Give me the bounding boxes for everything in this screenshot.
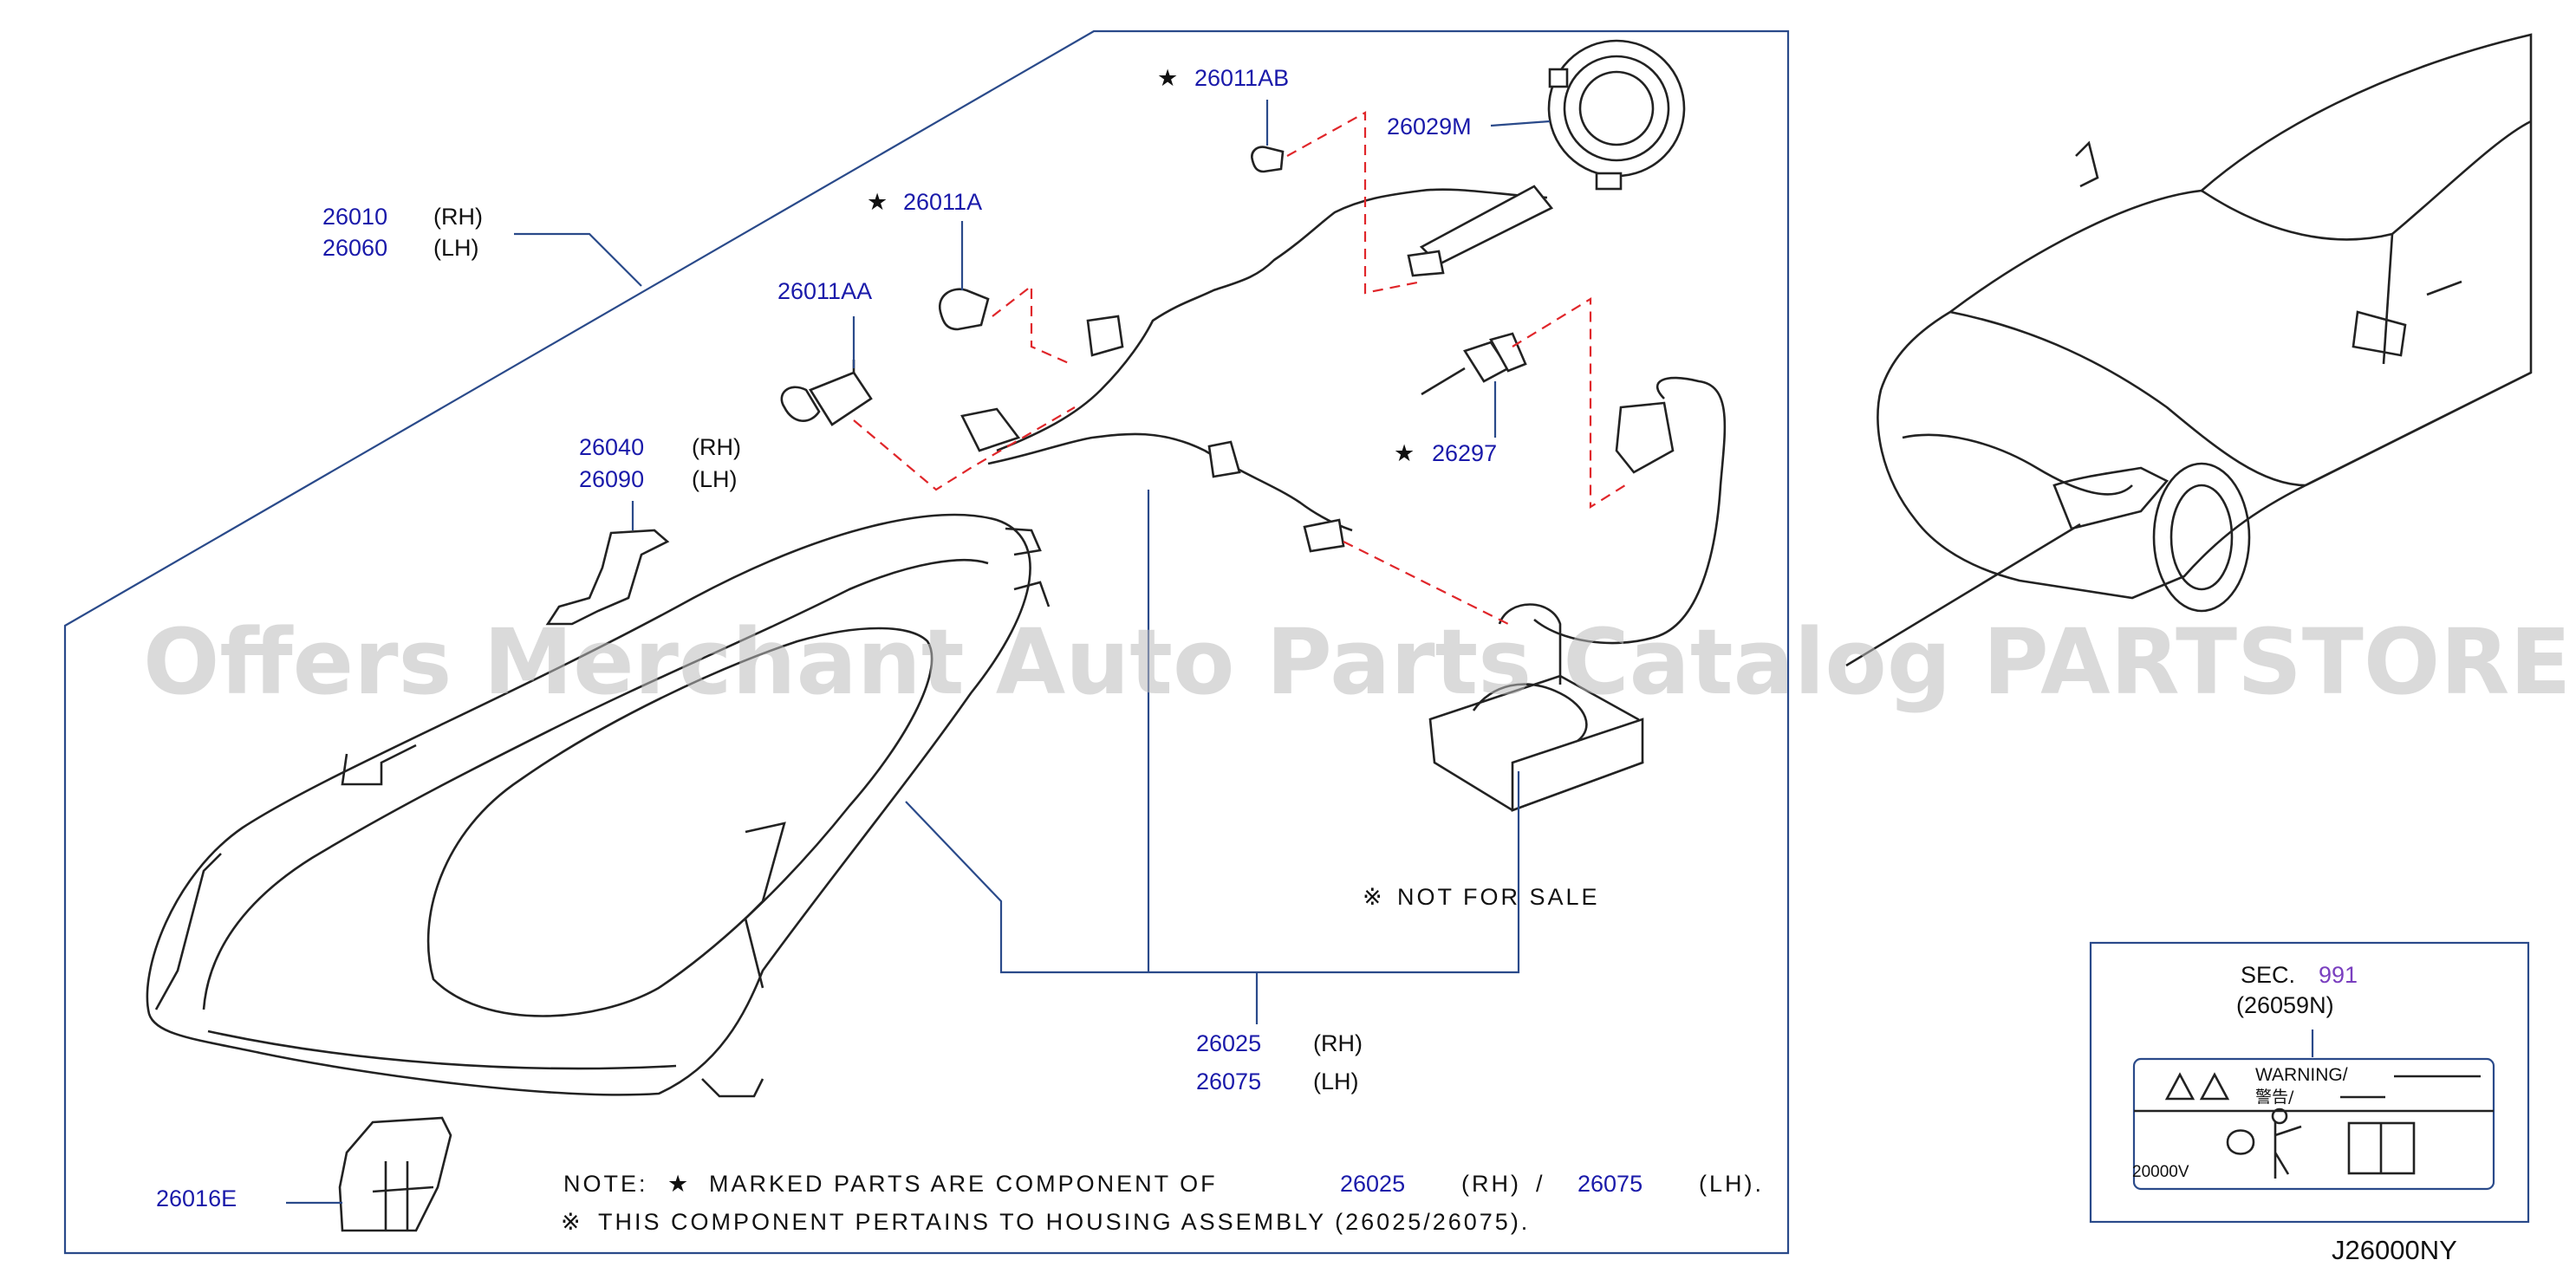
part-26011a[interactable]: 26011A <box>903 189 982 215</box>
part-26025[interactable]: 26025 <box>1196 1030 1261 1056</box>
star-icon-26011ab: ★ <box>1157 65 1178 91</box>
side-lh-26060: (LH) <box>433 235 479 261</box>
cap-26029m[interactable] <box>1547 39 1686 191</box>
watermark: Offers Merchant Auto Parts Catalog PARTS… <box>143 609 2576 715</box>
car-illustration[interactable] <box>1877 33 2533 613</box>
part-26297[interactable]: 26297 <box>1432 440 1497 466</box>
not-for-sale-label: NOT FOR SALE <box>1397 884 1600 910</box>
assembly-frame <box>63 29 1790 1255</box>
bulb-26011a[interactable] <box>938 288 990 331</box>
bulb-26011ab[interactable] <box>1251 146 1285 173</box>
note-rh-side: (RH) <box>1461 1171 1521 1197</box>
igniter-cable[interactable] <box>1533 376 1727 645</box>
note-part-26075[interactable]: 26075 <box>1577 1171 1643 1197</box>
sec-label: SEC. <box>2241 962 2295 988</box>
voltage-text: 20000V <box>2132 1163 2189 1181</box>
sec-box <box>2089 941 2530 1224</box>
side-lh-26090: (LH) <box>692 466 738 492</box>
part-26011aa[interactable]: 26011AA <box>777 278 872 304</box>
ref-mark-icon-ballast: ※ <box>1363 884 1382 910</box>
bulb-26011aa[interactable] <box>780 360 873 426</box>
note-lh-side: (LH). <box>1699 1171 1764 1197</box>
part-26029m[interactable]: 26029M <box>1387 114 1472 140</box>
headlamp-housing-drawing[interactable] <box>146 513 1051 1098</box>
side-lh-26075: (LH) <box>1313 1068 1359 1094</box>
note-ref-mark-icon: ※ <box>561 1209 581 1235</box>
housing-leader-lines <box>905 490 1520 1024</box>
star-icon-26297: ★ <box>1394 440 1415 466</box>
sec-label-part[interactable]: (26059N) <box>2236 992 2334 1018</box>
note-prefix: NOTE: <box>563 1171 648 1197</box>
note-marked-text: MARKED PARTS ARE COMPONENT OF <box>709 1171 1218 1197</box>
note-line2: THIS COMPONENT PERTAINS TO HOUSING ASSEM… <box>598 1209 1530 1235</box>
connection-dashes <box>853 111 1626 625</box>
star-icon-26011a: ★ <box>867 189 888 215</box>
note-slash: / <box>1536 1171 1545 1197</box>
car-pointer-line <box>1845 523 2081 667</box>
sec-number[interactable]: 991 <box>2319 962 2358 988</box>
warning-cn-text: 警告/ <box>2255 1088 2294 1107</box>
side-rh-26010: (RH) <box>433 204 483 230</box>
part-26060[interactable]: 26060 <box>322 235 387 261</box>
cover-26016e[interactable] <box>338 1116 452 1232</box>
note-star-icon: ★ <box>667 1171 688 1197</box>
hid-bulb-26297[interactable] <box>1421 332 1527 396</box>
part-26016e[interactable]: 26016E <box>156 1185 237 1211</box>
part-26090[interactable]: 26090 <box>579 466 644 492</box>
part-26040[interactable]: 26040 <box>579 434 644 460</box>
side-rh-26040: (RH) <box>692 434 741 460</box>
part-26075[interactable]: 26075 <box>1196 1068 1261 1094</box>
note-part-26025[interactable]: 26025 <box>1340 1171 1405 1197</box>
part-26010[interactable]: 26010 <box>322 204 387 230</box>
diagram-code: J26000NY <box>2332 1235 2457 1265</box>
part-26011ab[interactable]: 26011AB <box>1194 65 1289 91</box>
warning-text: WARNING/ <box>2255 1065 2348 1085</box>
bracket-part[interactable] <box>545 529 670 626</box>
warning-label[interactable] <box>2132 1057 2495 1191</box>
wiring-harness[interactable] <box>960 185 1554 553</box>
side-rh-26025: (RH) <box>1313 1030 1363 1056</box>
ballast-unit[interactable] <box>1428 603 1644 812</box>
